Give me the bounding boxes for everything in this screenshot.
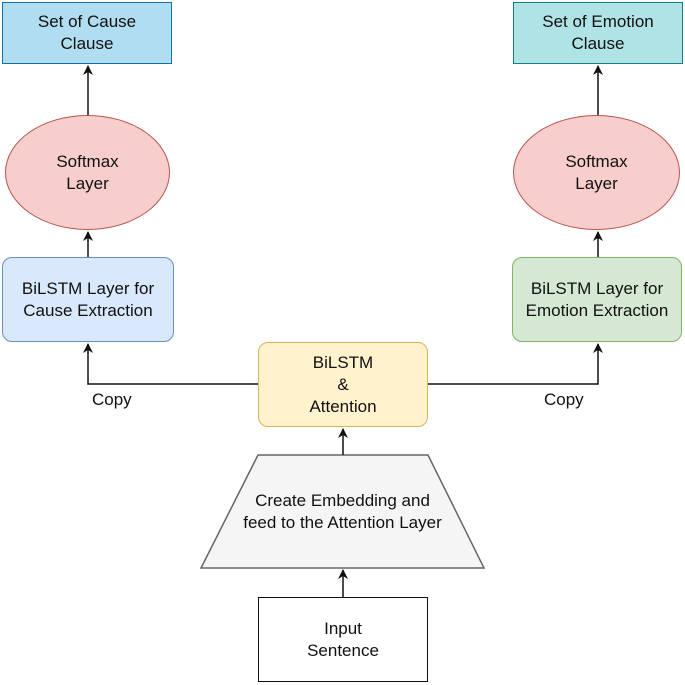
node-label-line: Set of Emotion	[542, 12, 654, 31]
emotion-clause-set-node: Set of Emotion Clause	[513, 2, 683, 64]
bilstm-attention-node: BiLSTM & Attention	[258, 342, 428, 427]
node-label-line: BiLSTM Layer for	[21, 278, 155, 298]
node-label-line: Emotion Extraction	[525, 300, 669, 320]
softmax-cause-node: Softmax Layer	[5, 115, 170, 230]
copy-right-label: Copy	[544, 390, 584, 409]
node-label-line: &	[337, 374, 349, 394]
bilstm-emotion-node: BiLSTM Layer for Emotion Extraction	[512, 257, 682, 342]
cause-clause-set-node: Set of Cause Clause	[2, 2, 172, 64]
embedding-node: Create Embedding and feed to the Attenti…	[201, 455, 484, 568]
node-label-line: feed to the Attention Layer	[243, 512, 442, 532]
node-label-line: Input	[324, 618, 362, 638]
node-label-line: Layer	[575, 173, 618, 193]
embedding-shape	[199, 454, 486, 569]
node-label-line: BiLSTM Layer for	[530, 278, 664, 298]
node-label-line: Clause	[60, 34, 114, 53]
node-label-line: Sentence	[307, 640, 379, 660]
node-label-line: Set of Cause	[37, 12, 137, 31]
softmax-emotion-node: Softmax Layer	[513, 115, 680, 230]
node-label-line: Create Embedding and	[255, 490, 430, 510]
node-label-line: Softmax	[565, 151, 628, 171]
input-sentence-node: Input Sentence	[258, 597, 428, 682]
node-label-line: BiLSTM	[312, 352, 374, 372]
arrow-attention-to-cause	[83, 343, 258, 385]
node-label-line: Cause Extraction	[23, 300, 153, 320]
node-label-line: Layer	[66, 173, 109, 193]
copy-left-label: Copy	[92, 390, 132, 409]
node-label-line: Clause	[571, 34, 625, 53]
node-label-line: Softmax	[56, 151, 119, 171]
bilstm-cause-node: BiLSTM Layer for Cause Extraction	[2, 257, 174, 342]
arrow-attention-to-emotion	[428, 343, 603, 385]
node-label-line: Attention	[309, 396, 377, 416]
